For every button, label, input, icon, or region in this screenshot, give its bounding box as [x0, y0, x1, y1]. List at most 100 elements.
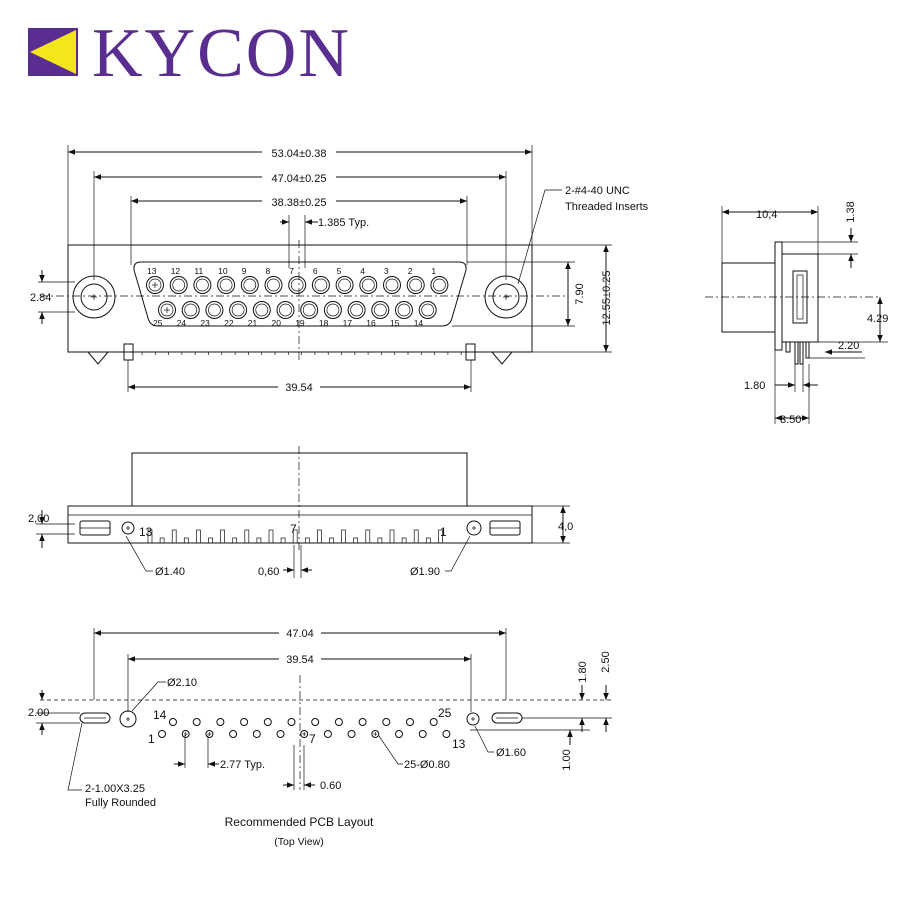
pcb-hole-bottom [347, 730, 356, 738]
pin-11 [193, 276, 212, 294]
pcb-mount-spacing: 47.04 [286, 628, 314, 640]
flange-height-dim: 12.55±0.25 [601, 271, 613, 326]
slot-callout-line1: 2-1.00X3.25 [85, 783, 145, 795]
pin-19 [300, 301, 319, 319]
mount-spacing-dim: 47.04±0.25 [272, 173, 327, 185]
pin-label-1: 1 [431, 266, 436, 276]
pin-label-11: 11 [194, 266, 203, 276]
bottom-pin-tail [232, 537, 238, 544]
bottom-pin-tail [389, 529, 395, 544]
bottom-pin-tail [425, 537, 431, 544]
pcb-pin-holes-note: 25-Ø0.80 [404, 759, 450, 771]
bottom-pin-tail [413, 529, 419, 544]
pin-label-21: 21 [248, 318, 258, 328]
bottom-pin-tail [401, 537, 407, 544]
bottom-pin-tail [171, 529, 177, 544]
pcb-label-13: 13 [452, 737, 466, 751]
tail-offset-dim: 1.80 [744, 380, 765, 392]
shell-width-dim: 38.38±0.25 [272, 197, 327, 209]
pcb-hole-top [429, 718, 438, 726]
pin-label-13: 13 [147, 266, 157, 276]
pin-3 [383, 276, 401, 294]
pcb-hole-top [334, 718, 343, 726]
bv-left-height: 2,00 [28, 513, 49, 525]
pcb-hole-top [358, 718, 367, 726]
pin-label-16: 16 [366, 318, 376, 328]
pin-label-22: 22 [224, 318, 234, 328]
pin-spacing-dim: 2.20 [838, 340, 859, 352]
pin-16 [371, 301, 390, 319]
pcb-hole-top [263, 718, 272, 726]
bottom-pin-tail [159, 537, 165, 544]
logo-mark-triangle [30, 30, 76, 74]
bottom-view: 13 7 1 2,00 4,0 Ø1.40 0,60 Ø1.90 [28, 446, 573, 578]
bottom-pin-tail [304, 537, 310, 544]
bv-hole-large: Ø1.90 [410, 566, 440, 578]
pcb-hole-bottom [252, 730, 261, 738]
pin-offset-dim: 4.29 [867, 313, 888, 325]
bottom-pin-tail [377, 537, 383, 544]
pcb-hole-bottom [323, 730, 332, 738]
left-mounting-hole [72, 275, 116, 319]
pin-17 [347, 301, 366, 319]
pin-14 [418, 301, 437, 319]
insert-callout-line2: Threaded Inserts [565, 201, 649, 213]
bottom-pin-tail [256, 537, 262, 544]
pin-21 [252, 301, 271, 319]
pin-label-2: 2 [408, 266, 413, 276]
logo-wordmark: KYCON [92, 15, 351, 92]
pin-4 [359, 276, 378, 294]
pin-label-3: 3 [384, 266, 389, 276]
pcb-label-25: 25 [438, 706, 452, 720]
pcb-hole-bottom [300, 730, 309, 738]
pcb-lock-hole: Ø2.10 [167, 677, 197, 689]
pcb-hole-bottom [181, 730, 190, 738]
pcb-hole-bottom [395, 730, 403, 738]
front-pin-tails [141, 352, 462, 355]
slot-callout-line2: Fully Rounded [85, 797, 156, 809]
bv-label-7: 7 [290, 522, 297, 536]
pcb-pitch-note: 2.77 Typ. [220, 759, 265, 771]
pin-label-17: 17 [343, 318, 353, 328]
pin-label-25: 25 [153, 318, 163, 328]
bottom-pin-tail [438, 529, 443, 544]
pcb-hole-top [382, 718, 391, 726]
pcb-label-1: 1 [148, 732, 155, 746]
bottom-pin-tail [220, 529, 225, 544]
bv-right-height: 4,0 [558, 521, 573, 533]
bottom-pin-tail [244, 529, 250, 544]
height-284-dim: 2.84 [30, 292, 51, 304]
pin-label-18: 18 [319, 318, 329, 328]
bottom-pin-tail [317, 529, 322, 544]
pin-18 [323, 301, 342, 319]
bottom-pin-tail [147, 529, 153, 544]
bottom-pin-tail [183, 537, 189, 544]
pcb-layout: 47.04 39.54 14 1 7 25 13 Ø2.10 [28, 627, 612, 848]
bottom-pin-tail [268, 529, 274, 544]
pin-label-8: 8 [266, 266, 271, 276]
pin-12 [169, 276, 188, 294]
pcb-hole-top [192, 718, 201, 726]
pin-label-6: 6 [313, 266, 318, 276]
side-view: 10,4 1.38 4.29 2.20 1.80 3.50 [705, 201, 888, 426]
pin-7 [288, 276, 307, 294]
pin-label-10: 10 [218, 266, 228, 276]
pin-24 [181, 301, 200, 319]
depth-dim: 10,4 [756, 209, 777, 221]
overall-width-dim: 53.04±0.38 [272, 148, 327, 160]
pcb-hole-bottom [371, 730, 380, 738]
bottom-view-pins [147, 529, 443, 544]
pin-label-24: 24 [177, 318, 187, 328]
bottom-pin-tail [341, 529, 346, 544]
pcb-hole-bottom [229, 730, 238, 738]
bottom-pin-tail [280, 537, 286, 544]
pcb-label-7: 7 [309, 732, 316, 746]
bottom-pin-tail [329, 537, 334, 544]
pcb-hole-top [216, 718, 225, 726]
pin-label-23: 23 [200, 318, 210, 328]
pin-13 [146, 276, 164, 294]
pin-20 [276, 301, 295, 319]
pin-2 [406, 276, 425, 294]
